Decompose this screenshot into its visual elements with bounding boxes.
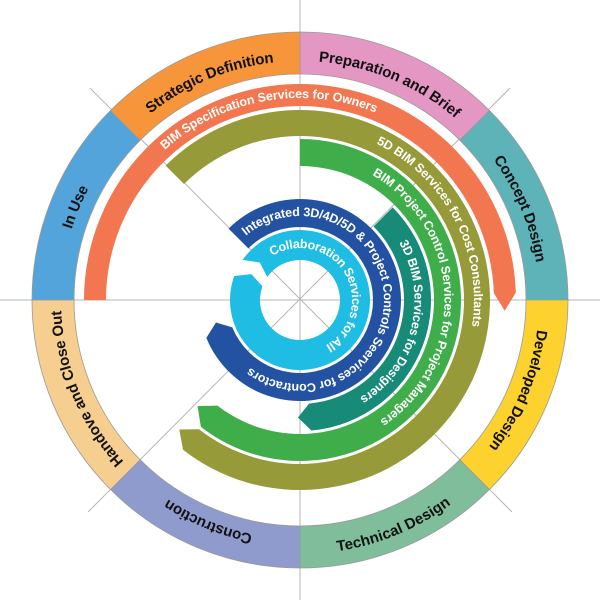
- stage-handover-and-close-out[interactable]: Handove and Close Out: [31, 299, 141, 491]
- stage-segment[interactable]: [109, 31, 301, 141]
- service-arc-collaboration[interactable]: [229, 230, 370, 371]
- service-arc-designers[interactable]: [297, 207, 431, 431]
- service-arc-cost-consultants[interactable]: [165, 110, 490, 491]
- service-arc-project-managers[interactable]: [197, 138, 462, 461]
- stage-in-use[interactable]: In Use: [31, 109, 141, 301]
